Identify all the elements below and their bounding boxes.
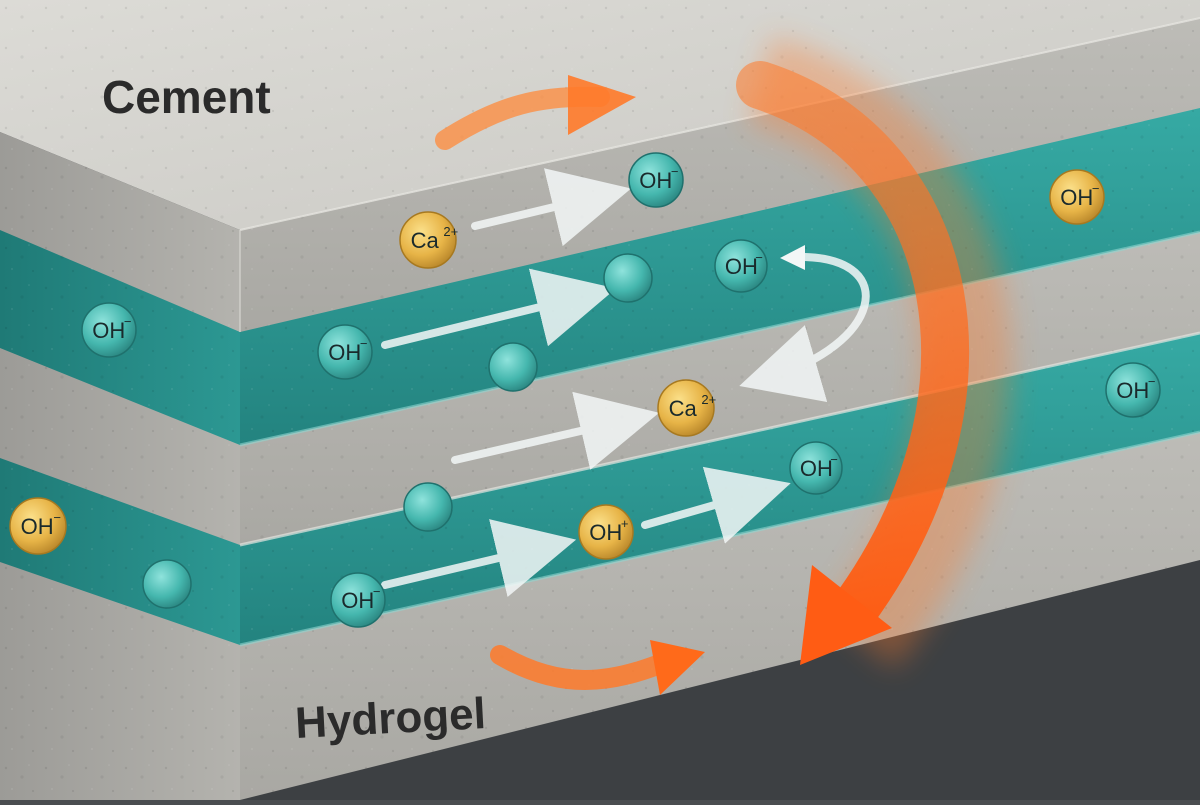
- surface-heat-arrow-bottom: [490, 640, 705, 695]
- ion-arrow-2: [381, 268, 617, 349]
- ion-oh-right-sphere: [1105, 362, 1161, 418]
- ion-ca-1-label: Ca: [411, 228, 440, 253]
- ion-oh-top-1-charge: −: [671, 164, 679, 179]
- ion-oh-left-label: OH: [92, 318, 125, 343]
- ion-sphere-unlabeled-3: [403, 482, 453, 532]
- ion-arrow-curved: [739, 253, 870, 402]
- ion-arrow-1: [471, 168, 632, 247]
- ion-oh-top-2-label: OH: [1060, 185, 1093, 210]
- label-cement: Cement: [102, 71, 271, 123]
- label-hydrogel: Hydrogel: [294, 689, 487, 748]
- ion-oh-lower-1-sphere: [330, 572, 386, 628]
- ion-oh-lower-2-charge: −: [830, 452, 838, 467]
- ion-oh-gold-left-label: OH: [21, 514, 54, 539]
- ion-oh-plus-sphere: [578, 504, 634, 560]
- ion-sphere-unlabeled-4: [142, 559, 192, 609]
- heat-flow-arrow: [736, 36, 1011, 669]
- ion-oh-mid-2-label: OH: [725, 254, 758, 279]
- ion-oh-lower-1-charge: −: [373, 584, 381, 599]
- ion-oh-top-1-label: OH: [639, 168, 672, 193]
- ion-oh-right-charge: −: [1148, 374, 1156, 389]
- ion-oh-left-sphere: [81, 302, 137, 358]
- ion-arrow-4: [381, 519, 577, 598]
- ion-oh-right-label: OH: [1116, 378, 1149, 403]
- ion-oh-mid-2-sphere: [714, 239, 768, 293]
- ion-oh-gold-left-charge: −: [53, 510, 61, 525]
- ion-oh-plus-charge: +: [621, 516, 629, 531]
- ion-arrow-3: [451, 391, 660, 470]
- ion-arrow-5: [641, 466, 791, 544]
- ion-ca-2-charge: 2+: [701, 392, 716, 407]
- ion-oh-gold-left-sphere: [9, 497, 67, 555]
- ion-oh-mid-2-charge: −: [755, 250, 763, 265]
- ion-oh-mid-1-label: OH: [328, 340, 361, 365]
- ion-oh-plus-label: OH: [589, 520, 622, 545]
- surface-heat-arrow-top: [435, 75, 636, 150]
- ion-oh-lower-2-label: OH: [800, 456, 833, 481]
- ion-sphere-unlabeled-1: [603, 253, 653, 303]
- ion-oh-mid-1-sphere: [317, 324, 373, 380]
- ion-arrow-curved-head-start: [780, 245, 805, 270]
- ion-oh-lower-1-label: OH: [341, 588, 374, 613]
- ion-oh-lower-2-sphere: [789, 441, 843, 495]
- ion-oh-left-charge: −: [124, 314, 132, 329]
- ion-oh-mid-1-charge: −: [360, 336, 368, 351]
- ion-ca-2-label: Ca: [669, 396, 698, 421]
- ion-oh-top-2-sphere: [1049, 169, 1105, 225]
- ion-sphere-unlabeled-2: [488, 342, 538, 392]
- ion-oh-top-2-charge: −: [1092, 181, 1100, 196]
- ion-ca-1-charge: 2+: [443, 224, 458, 239]
- ion-oh-top-1-sphere: [628, 152, 684, 208]
- ion-ca-2-sphere: [657, 379, 715, 437]
- ion-ca-1-sphere: [399, 211, 457, 269]
- ion-flow-arrows: [381, 168, 870, 598]
